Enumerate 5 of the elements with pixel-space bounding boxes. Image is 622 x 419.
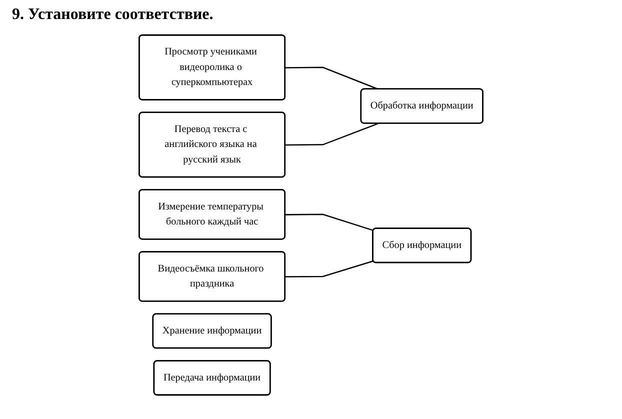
connector	[285, 260, 374, 278]
connector	[285, 214, 374, 232]
task-title: 9. Установите соответствие.	[12, 6, 214, 24]
connector	[285, 66, 379, 90]
connector	[285, 122, 379, 146]
